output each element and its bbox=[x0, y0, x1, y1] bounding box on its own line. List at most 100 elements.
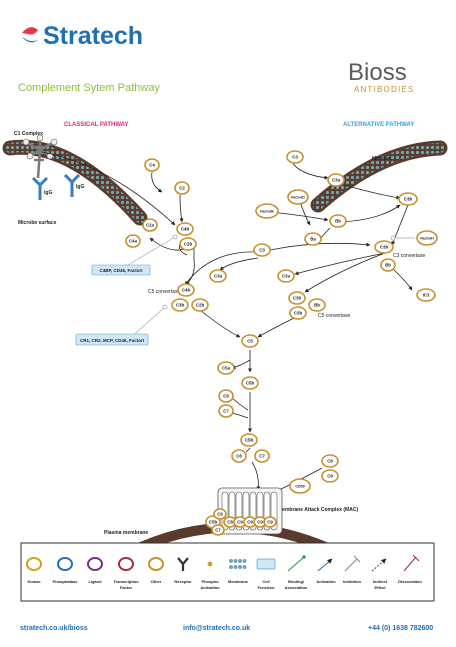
svg-text:C7: C7 bbox=[215, 528, 221, 533]
footer-email[interactable]: info@stratech.co.uk bbox=[183, 625, 250, 632]
node-c9: C9 bbox=[321, 469, 339, 483]
svg-text:C3b: C3b bbox=[404, 197, 413, 202]
mac-label: Membrane Attack Complex (MAC) bbox=[278, 507, 358, 513]
svg-text:C4BP, CD46, FactorI: C4BP, CD46, FactorI bbox=[100, 268, 143, 273]
svg-text:Factor: Factor bbox=[120, 585, 133, 590]
c1-complex-label: C1 Complex bbox=[14, 131, 43, 137]
legend-item-binding: Binding/Association bbox=[285, 555, 308, 590]
svg-text:C4: C4 bbox=[149, 163, 155, 168]
svg-text:C3b: C3b bbox=[294, 311, 303, 316]
svg-text:C9: C9 bbox=[237, 520, 243, 525]
svg-text:C3b: C3b bbox=[380, 245, 389, 250]
igg-antibody-2: IgG bbox=[63, 173, 84, 197]
svg-text:C3a: C3a bbox=[282, 274, 291, 279]
microbe-surface-membrane bbox=[2, 139, 148, 226]
legend-item-activation: Activation bbox=[316, 558, 336, 584]
bioss-logo: Bioss ANTIBODIES bbox=[348, 59, 413, 94]
svg-text:C5b: C5b bbox=[209, 520, 218, 525]
svg-text:Receptor: Receptor bbox=[174, 579, 192, 584]
svg-text:C8: C8 bbox=[327, 459, 333, 464]
svg-text:C4b: C4b bbox=[181, 227, 190, 232]
svg-text:Phosphatase: Phosphatase bbox=[53, 579, 79, 584]
svg-text:C9: C9 bbox=[267, 520, 273, 525]
node-factor-d: FactorD bbox=[287, 189, 309, 205]
membrane-icon bbox=[229, 559, 247, 569]
svg-text:C2: C2 bbox=[179, 186, 185, 191]
svg-text:C5b: C5b bbox=[245, 438, 254, 443]
svg-text:C3b: C3b bbox=[293, 296, 302, 301]
regulator-box-c4bp: C4BP, CD46, FactorI bbox=[91, 264, 151, 276]
svg-text:Membrane: Membrane bbox=[228, 579, 249, 584]
svg-text:C9: C9 bbox=[327, 474, 333, 479]
svg-text:C2b: C2b bbox=[184, 242, 193, 247]
node-c3a-right: C3a bbox=[277, 269, 295, 283]
node-c3a-left: C3a bbox=[209, 269, 227, 283]
footer-phone: +44 (0) 1638 782600 bbox=[368, 625, 433, 632]
svg-text:Bb: Bb bbox=[335, 219, 341, 224]
svg-text:C4a: C4a bbox=[129, 239, 138, 244]
c3-convertase-label: C3 convertase bbox=[393, 253, 425, 259]
node-bb-1: Bb bbox=[329, 214, 347, 228]
node-c5b-2: C5b bbox=[240, 433, 258, 447]
node-c3a-alt: C3a bbox=[327, 173, 345, 187]
node-c8: C8 bbox=[321, 454, 339, 468]
microbe-label: Microbe bbox=[372, 156, 391, 162]
node-c3: C3 bbox=[253, 243, 271, 257]
phosphatase-icon bbox=[57, 557, 73, 571]
svg-text:C9: C9 bbox=[247, 520, 253, 525]
node-cd59: CD59 bbox=[289, 478, 311, 494]
pathway-arrows bbox=[41, 151, 413, 497]
svg-text:C4b: C4b bbox=[182, 288, 191, 293]
node-c2b: C2b bbox=[179, 237, 197, 251]
kinase-icon bbox=[26, 557, 42, 571]
svg-text:CD59: CD59 bbox=[295, 485, 304, 489]
brand-name: Stratech bbox=[43, 22, 143, 50]
svg-text:Inhibition: Inhibition bbox=[343, 579, 362, 584]
svg-text:IgG: IgG bbox=[76, 184, 84, 190]
node-c3-alt: C3 bbox=[286, 150, 304, 164]
transcription-factor-icon bbox=[118, 557, 134, 571]
c5-convertase-right-label: C5 convertase bbox=[318, 313, 350, 319]
activation-icon bbox=[317, 558, 333, 572]
svg-text:Bb: Bb bbox=[314, 303, 320, 308]
node-c6: C6 bbox=[218, 389, 234, 403]
svg-text:Activation: Activation bbox=[200, 585, 220, 590]
regulator-box-cr1: CR1, CR2, MCP, CD46, FactorI bbox=[75, 333, 149, 346]
bioss-logo-text: Bioss bbox=[348, 59, 407, 86]
node-c5: C5 bbox=[241, 334, 259, 348]
node-c3b-right1: C3b bbox=[288, 291, 306, 305]
svg-text:Other: Other bbox=[151, 579, 162, 584]
node-c7-2: C7 bbox=[254, 449, 270, 463]
c1-complex bbox=[22, 134, 58, 179]
stratech-logo: Stratech bbox=[22, 22, 143, 50]
footer-website[interactable]: stratech.co.uk/bioss bbox=[20, 625, 88, 632]
legend-item-kinase: Kinase bbox=[26, 557, 42, 584]
node-mac-c7: C7 bbox=[211, 524, 225, 536]
svg-text:C3a: C3a bbox=[332, 178, 341, 183]
igg-antibody-1: IgG bbox=[31, 176, 52, 200]
svg-text:Function: Function bbox=[258, 585, 275, 590]
svg-text:Association: Association bbox=[285, 585, 308, 590]
svg-text:FactorB: FactorB bbox=[260, 210, 274, 214]
page-title: Complement Sytem Pathway bbox=[18, 82, 160, 94]
node-c4: C4 bbox=[144, 158, 160, 172]
svg-text:IgG: IgG bbox=[44, 190, 52, 196]
node-factor-b: FactorB bbox=[255, 203, 279, 219]
node-c7: C7 bbox=[218, 404, 234, 418]
phospho-activation-icon bbox=[207, 561, 213, 567]
receptor-icon bbox=[177, 557, 189, 571]
legend-item-membrane: Membrane bbox=[228, 559, 249, 584]
legend-item-other: Other bbox=[148, 557, 164, 584]
node-bb-right: Bb bbox=[308, 298, 326, 312]
node-ba: Ba bbox=[304, 232, 322, 246]
svg-text:C3a: C3a bbox=[214, 274, 223, 279]
alternative-pathway-label: ALTERNATIVE PATHWAY bbox=[343, 122, 414, 128]
inhibition-icon bbox=[344, 555, 361, 572]
svg-text:Ligand: Ligand bbox=[88, 579, 102, 584]
stratech-logo-icon bbox=[22, 27, 38, 35]
legend-item-ligand: Ligand bbox=[87, 557, 103, 584]
svg-text:Phospho: Phospho bbox=[201, 579, 219, 584]
svg-text:C2b: C2b bbox=[196, 303, 205, 308]
